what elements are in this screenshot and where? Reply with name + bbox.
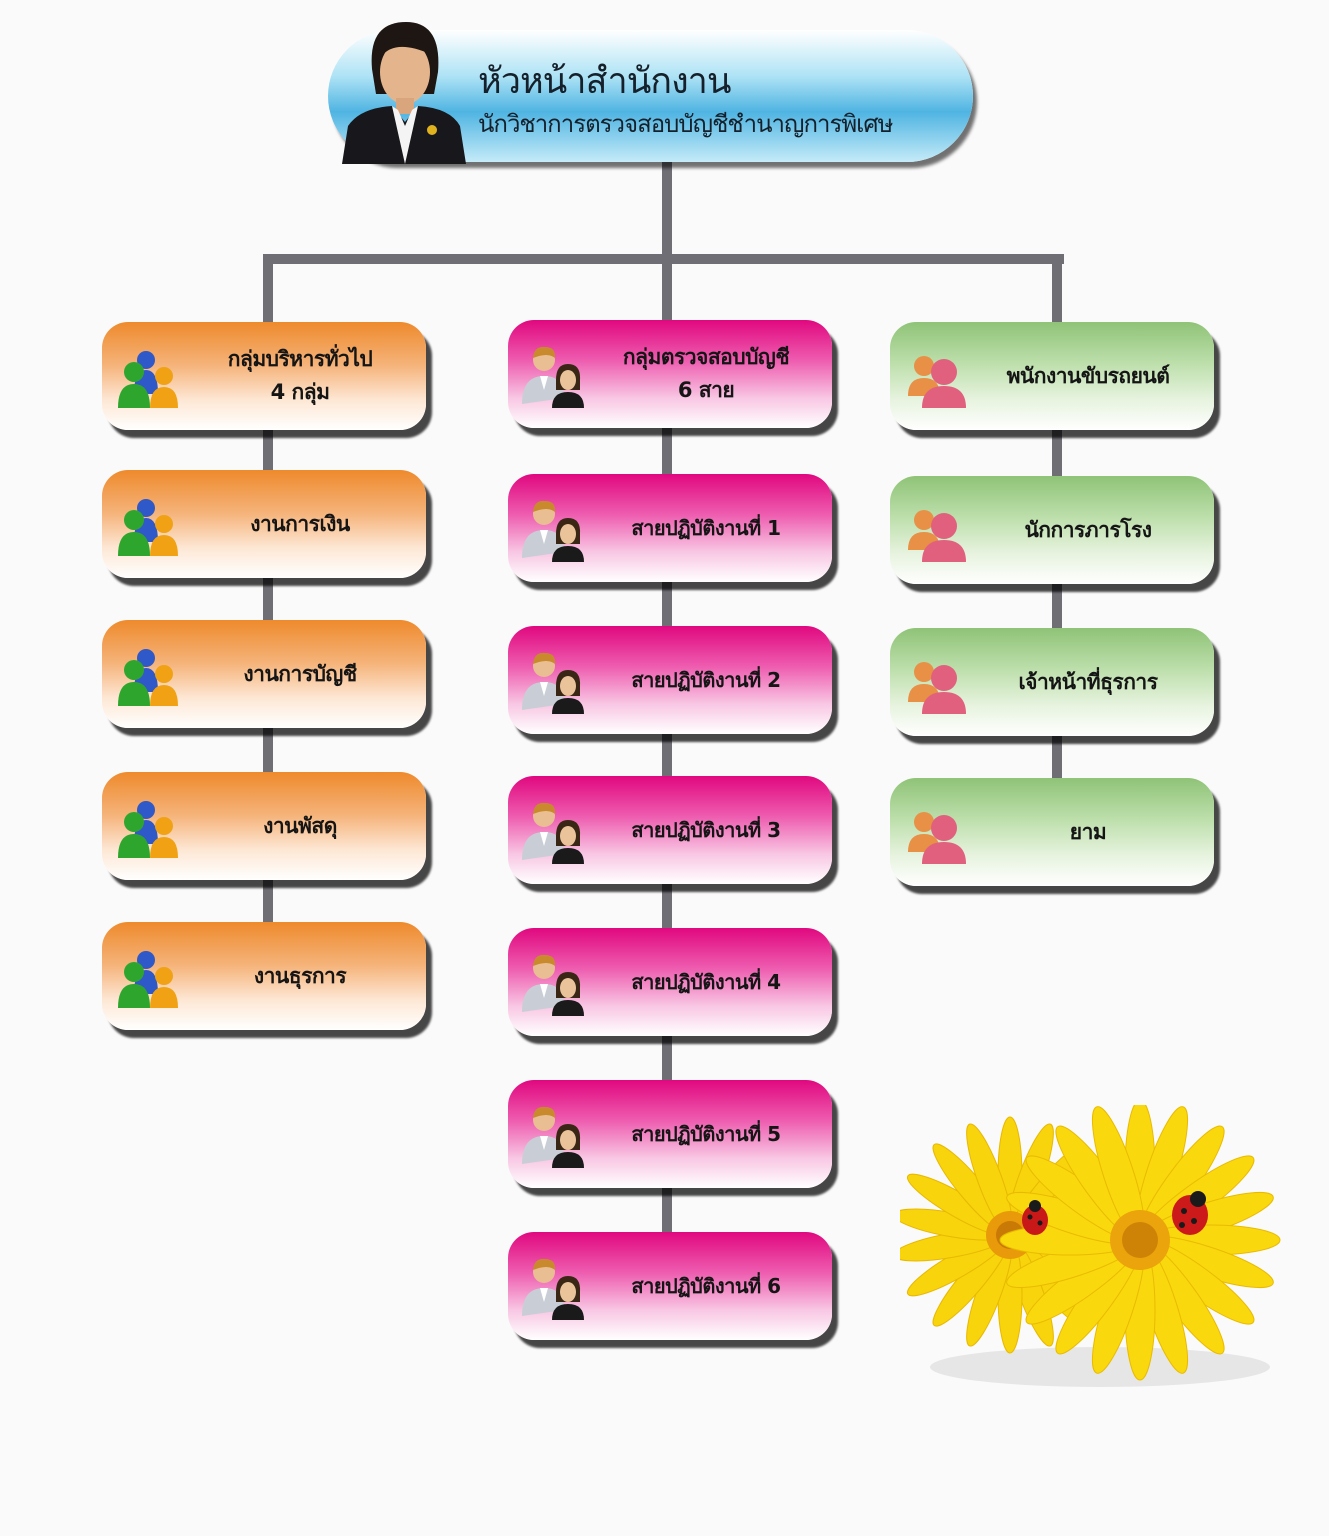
node-title: กลุ่มบริหารทั่วไป xyxy=(227,347,373,372)
node-audit-line-6: สายปฏิบัติงานที่ 6 xyxy=(508,1232,832,1340)
node-label: สายปฏิบัติงานที่ 2 xyxy=(631,667,781,692)
node-admin-general: งานธุรการ xyxy=(102,922,426,1030)
connector-left-drop xyxy=(263,254,273,334)
flowers-decoration xyxy=(900,1105,1281,1387)
business-people-icon xyxy=(522,1106,584,1168)
ladybug-icon xyxy=(1022,1200,1048,1235)
node-label: นักการภารโรง xyxy=(1024,517,1152,542)
head-subtitle: นักวิชาการตรวจสอบบัญชีชำนาญการพิเศษ xyxy=(478,110,893,138)
connector-right-drop xyxy=(1052,254,1062,334)
node-audit-line-1: สายปฏิบัติงานที่ 1 xyxy=(508,474,832,582)
node-admin-accounting: งานการบัญชี xyxy=(102,620,426,728)
users-group-icon xyxy=(118,499,178,556)
people-pair-icon xyxy=(908,356,966,408)
node-audit-line-3: สายปฏิบัติงานที่ 3 xyxy=(508,776,832,884)
node-audit-line-2: สายปฏิบัติงานที่ 2 xyxy=(508,626,832,734)
node-label: สายปฏิบัติงานที่ 6 xyxy=(631,1273,781,1298)
node-admin-group: กลุ่มบริหารทั่วไป 4 กลุ่ม xyxy=(102,322,426,430)
flower-right xyxy=(999,1105,1281,1381)
head-title: หัวหน้าสำนักงาน xyxy=(478,61,731,102)
node-audit-line-5: สายปฏิบัติงานที่ 5 xyxy=(508,1080,832,1188)
node-admin-supplies: งานพัสดุ xyxy=(102,772,426,880)
node-label: สายปฏิบัติงานที่ 4 xyxy=(631,969,781,994)
node-staff-clerk: เจ้าหน้าที่ธุรการ xyxy=(890,628,1214,736)
users-group-icon xyxy=(118,351,178,408)
node-staff-janitor: นักการภารโรง xyxy=(890,476,1214,584)
node-title: พนักงานขับรถยนต์ xyxy=(1006,363,1170,388)
node-label: งานพัสดุ xyxy=(263,813,337,838)
business-people-icon xyxy=(522,802,584,864)
node-audit-group: กลุ่มตรวจสอบบัญชี 6 สาย xyxy=(508,320,832,428)
connector-head-vertical xyxy=(662,160,672,260)
business-people-icon xyxy=(522,652,584,714)
node-label: งานการบัญชี xyxy=(243,661,357,686)
users-group-icon xyxy=(118,649,178,706)
node-label: สายปฏิบัติงานที่ 5 xyxy=(631,1121,781,1146)
node-title: กลุ่มตรวจสอบบัญชี xyxy=(622,345,790,370)
node-label: สายปฏิบัติงานที่ 3 xyxy=(631,817,781,842)
business-people-icon xyxy=(522,500,584,562)
business-people-icon xyxy=(522,346,584,408)
node-staff-guard: ยาม xyxy=(890,778,1214,886)
people-pair-icon xyxy=(908,510,966,562)
ladybug-icon xyxy=(1172,1191,1208,1235)
node-label: ยาม xyxy=(1069,819,1107,844)
node-label: งานการเงิน xyxy=(250,511,350,536)
node-staff-driver: พนักงานขับรถยนต์ xyxy=(890,322,1214,430)
people-pair-icon xyxy=(908,812,966,864)
business-people-icon xyxy=(522,954,584,1016)
business-people-icon xyxy=(522,1258,584,1320)
node-label: งานธุรการ xyxy=(253,963,347,988)
node-count: 6 สาย xyxy=(677,378,735,402)
node-label: สายปฏิบัติงานที่ 1 xyxy=(631,515,781,540)
users-group-icon xyxy=(118,801,178,858)
node-audit-line-4: สายปฏิบัติงานที่ 4 xyxy=(508,928,832,1036)
director-photo xyxy=(342,14,466,164)
users-group-icon xyxy=(118,951,178,1008)
people-pair-icon xyxy=(908,662,966,714)
node-admin-finance: งานการเงิน xyxy=(102,470,426,578)
node-count: 4 กลุ่ม xyxy=(270,380,330,404)
node-label: เจ้าหน้าที่ธุรการ xyxy=(1018,669,1159,694)
connector-right-column xyxy=(1052,420,1062,800)
connector-center-drop xyxy=(662,254,672,334)
